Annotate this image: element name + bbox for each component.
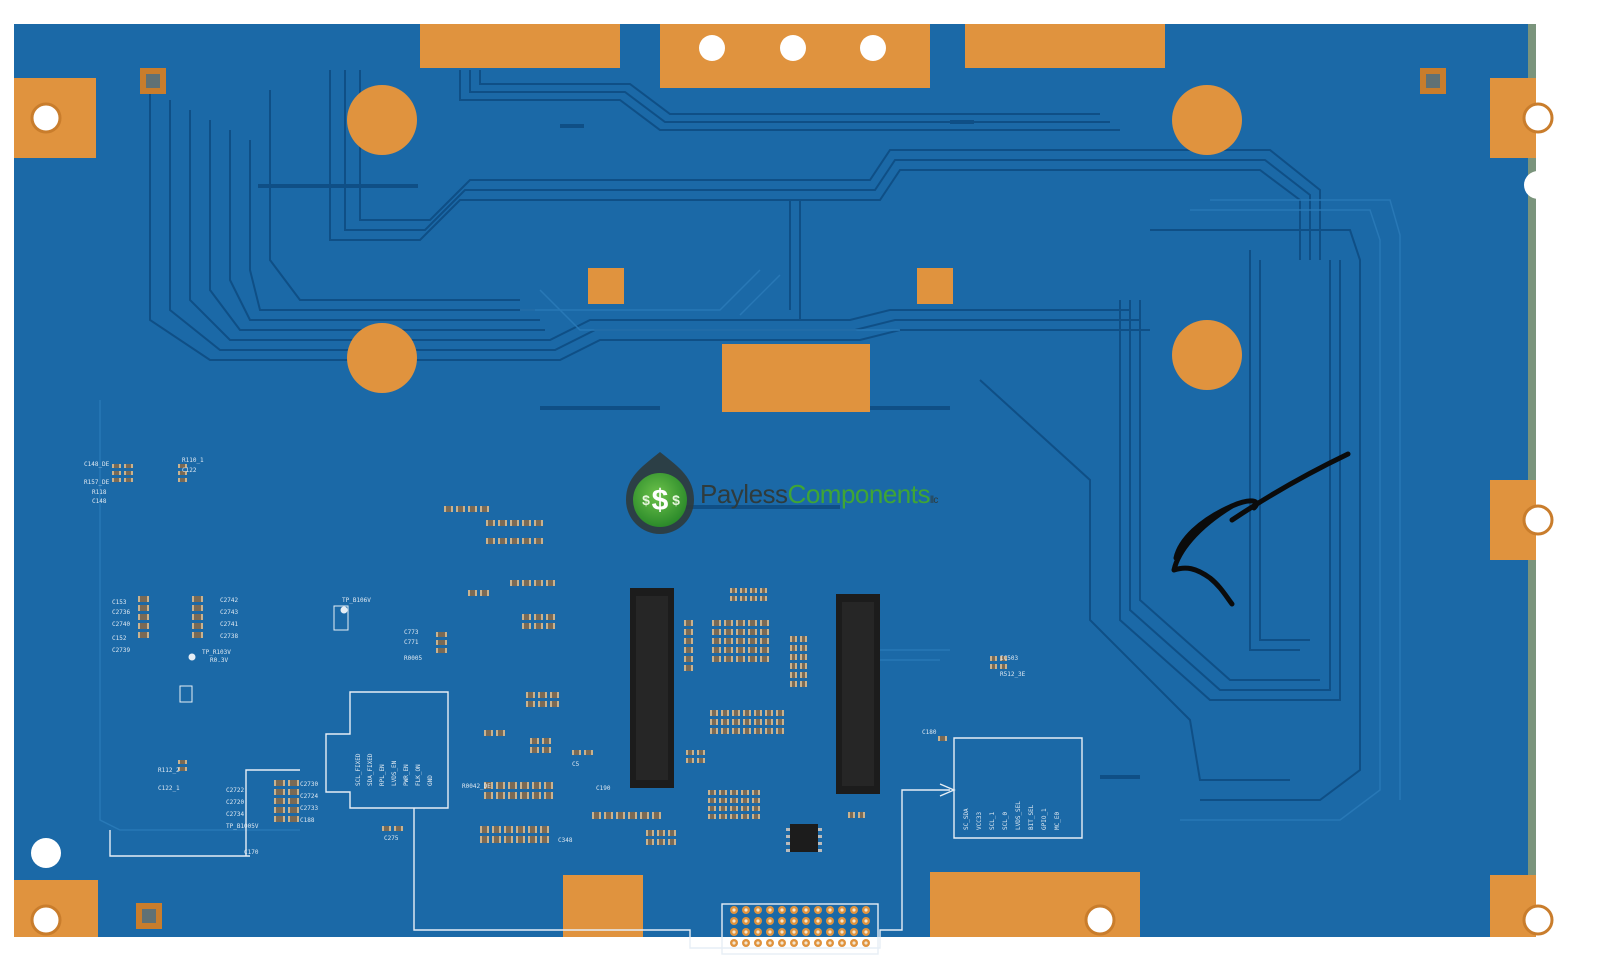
- silkscreen-label: C153: [112, 599, 127, 606]
- silkscreen-label: C2740: [112, 621, 130, 628]
- silkscreen-label: R112_2: [158, 767, 180, 774]
- via-rows: [258, 120, 1140, 779]
- svg-text:PaylessComponentsllc: PaylessComponentsllc: [700, 479, 938, 509]
- handwritten-marker-mark: [1171, 451, 1351, 607]
- round-test-pads: [347, 85, 1242, 393]
- block-label-line: BIT_SEL: [1028, 804, 1035, 830]
- svg-text:$: $: [672, 492, 680, 508]
- silkscreen-label: C275: [384, 835, 399, 842]
- block-label-line: LVDS_EN: [391, 760, 398, 786]
- silkscreen-label: C773: [404, 629, 419, 636]
- silkscreen-boxes: [109, 691, 1083, 955]
- silkscreen-label: C2722: [226, 787, 244, 794]
- block-label-line: SCL_0: [1002, 812, 1009, 830]
- silkscreen-label: C2739: [112, 647, 130, 654]
- silkscreen-label: C188: [300, 817, 315, 824]
- block-label-line: GPIO_1: [1041, 808, 1048, 830]
- silkscreen-label: C2734: [226, 811, 244, 818]
- silkscreen-label: C2743: [220, 609, 238, 616]
- silkscreen-label: R0.3V: [210, 657, 228, 664]
- silkscreen-label: TP_B106V: [342, 597, 371, 604]
- silkscreen-label: C122_1: [158, 785, 180, 792]
- silkscreen-label: R157_DE: [84, 479, 110, 486]
- block-label-line: SCL_FIXED: [355, 753, 362, 786]
- copper-traces: [149, 70, 1361, 801]
- silkscreen-label: R118: [92, 489, 107, 496]
- silkscreen-label: R0005: [404, 655, 422, 662]
- block-label-line: SDA_FIXED: [367, 753, 374, 786]
- silkscreen-label: R0042_DE: [462, 783, 491, 790]
- silkscreen-label: C2720: [226, 799, 244, 806]
- silkscreen-label: C122: [182, 467, 197, 474]
- block-label-line: FLK_ON: [415, 764, 422, 786]
- block-label-line: GND: [427, 775, 434, 786]
- silkscreen-label: IC503: [1000, 655, 1018, 662]
- block-label-line: LVDS_SEL: [1015, 801, 1022, 830]
- header-pin-grid: [730, 906, 870, 947]
- silkscreen-label: C771: [404, 639, 419, 646]
- black-connectors: [630, 588, 880, 794]
- block-label-line: VCC33: [976, 812, 983, 830]
- watermark-suffix: llc: [930, 495, 938, 506]
- mounting-holes: [30, 102, 1554, 936]
- silkscreen-label: C2741: [220, 621, 238, 628]
- silkscreen-label: C152: [112, 635, 127, 642]
- block-label-line: MC_E0: [1054, 812, 1061, 830]
- block-label-line: SCL_1: [989, 812, 996, 830]
- silkscreen-label: C170: [244, 849, 259, 856]
- watermark-word-2: Components: [788, 479, 931, 509]
- svg-text:$: $: [642, 492, 650, 508]
- silkscreen-label: C2738: [220, 633, 238, 640]
- block-label-line: PWR_EN: [403, 764, 410, 786]
- circuit-board: [14, 24, 1536, 937]
- edge-pads: [14, 24, 1536, 937]
- silkscreen-label: C2736: [112, 609, 130, 616]
- silkscreen-label: C180: [922, 729, 937, 736]
- smd-components: [112, 464, 1007, 845]
- watermark-word-1: Payless: [700, 479, 788, 509]
- ic-chip: [786, 824, 822, 852]
- silkscreen-label: TP_R103V: [202, 649, 231, 656]
- watermark-logo: $ $ $ PaylessComponentsllc: [626, 452, 939, 534]
- silkscreen-label: C2730: [300, 781, 318, 788]
- silkscreen-label: R512_3E: [1000, 671, 1026, 678]
- coin-symbol: $: [652, 484, 669, 517]
- silkscreen-label: C148_DE: [84, 461, 110, 468]
- silkscreen-label: TP_B1005V: [226, 823, 259, 830]
- dollar-coin-icon: [633, 473, 687, 527]
- silkscreen-label: C5: [572, 761, 580, 768]
- silkscreen-label: C2742: [220, 597, 238, 604]
- block-label-line: SC_SDA: [963, 808, 970, 830]
- test-points: [179, 605, 349, 703]
- silkscreen-label: C2733: [300, 805, 318, 812]
- silkscreen-label: C190: [596, 785, 611, 792]
- block-label-line: RPL_EN: [379, 764, 386, 786]
- silkscreen-label: C148: [92, 498, 107, 505]
- silkscreen-label: C2724: [300, 793, 318, 800]
- silkscreen-label: C348: [558, 837, 573, 844]
- silkscreen-label: R110_1: [182, 457, 204, 464]
